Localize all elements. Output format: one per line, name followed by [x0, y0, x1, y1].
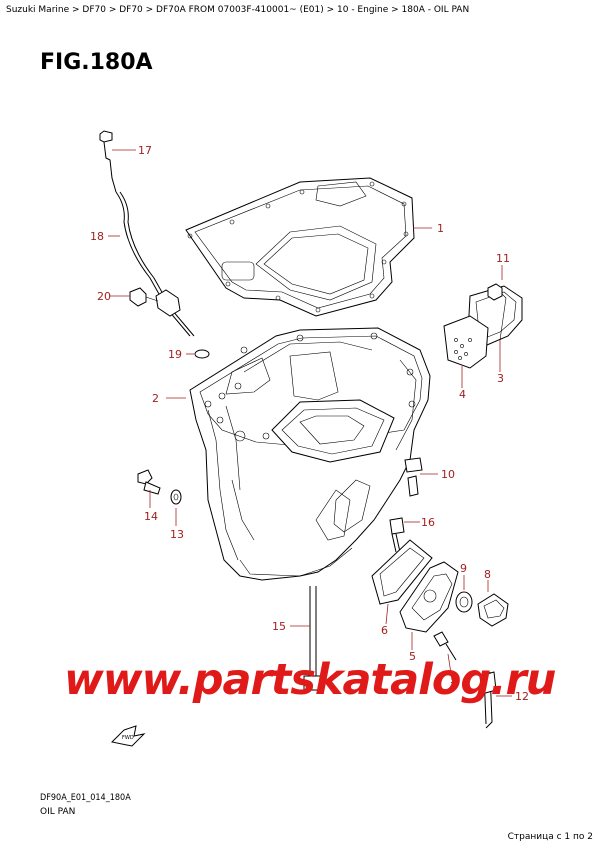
callout-15[interactable]: 15	[272, 620, 286, 633]
callout-13[interactable]: 13	[170, 528, 184, 541]
bolt-7[interactable]	[433, 631, 457, 661]
oil-strainer-cover[interactable]	[399, 561, 459, 633]
oil-pan-gasket[interactable]	[185, 177, 415, 317]
callouts: 1 2 3 4 5 6 7 8 9 10 11 12 13 14 15 16 1…	[90, 144, 529, 703]
callout-9[interactable]: 9	[460, 562, 467, 575]
callout-19[interactable]: 19	[168, 348, 182, 361]
bolt-16[interactable]	[389, 517, 405, 553]
cover-gasket[interactable]	[371, 539, 433, 605]
callout-18[interactable]: 18	[90, 230, 104, 243]
callout-14[interactable]: 14	[144, 510, 158, 523]
diagram-name: OIL PAN	[40, 807, 76, 817]
filler-plug[interactable]	[477, 593, 509, 627]
drain-bolt[interactable]	[137, 469, 161, 495]
page-indicator: Страница с 1 по 2	[507, 832, 593, 842]
clip-12[interactable]	[479, 671, 497, 729]
callout-3[interactable]: 3	[497, 372, 504, 385]
breather-gasket[interactable]	[443, 315, 489, 369]
pickup-stud[interactable]	[303, 586, 323, 691]
figure-title: FIG.180A	[40, 50, 153, 75]
callout-17[interactable]: 17	[138, 144, 152, 157]
callout-11[interactable]: 11	[496, 252, 510, 265]
oil-pan[interactable]	[189, 327, 431, 581]
oil-seal[interactable]	[455, 591, 473, 613]
callout-19-20[interactable]: 20	[97, 290, 111, 303]
o-ring[interactable]	[194, 349, 210, 359]
callout-12[interactable]: 12	[515, 690, 529, 703]
fwd-arrow-icon: FWD	[110, 725, 146, 747]
callout-16[interactable]: 16	[421, 516, 435, 529]
bolt-11[interactable]	[487, 283, 503, 301]
callout-2[interactable]: 2	[152, 392, 159, 405]
leader-lines	[108, 149, 512, 697]
callout-7[interactable]: 7	[450, 680, 457, 693]
watermark: www.partskatalog.ru	[64, 655, 556, 705]
callout-5[interactable]: 5	[409, 650, 416, 663]
callout-4[interactable]: 4	[459, 388, 466, 401]
drain-washer[interactable]	[170, 489, 182, 505]
callout-6[interactable]: 6	[381, 624, 388, 637]
diagram-code: DF90A_E01_014_180A	[40, 793, 131, 803]
dipstick[interactable]	[99, 130, 195, 337]
callout-8[interactable]: 8	[484, 568, 491, 581]
bolt-10[interactable]	[404, 457, 423, 497]
callout-10[interactable]: 10	[441, 468, 455, 481]
breadcrumb[interactable]: Suzuki Marine > DF70 > DF70 > DF70A FROM…	[6, 5, 470, 15]
callout-1[interactable]: 1	[437, 222, 444, 235]
dipstick-guide-bracket[interactable]	[129, 287, 181, 317]
fwd-label: FWD	[122, 735, 134, 741]
